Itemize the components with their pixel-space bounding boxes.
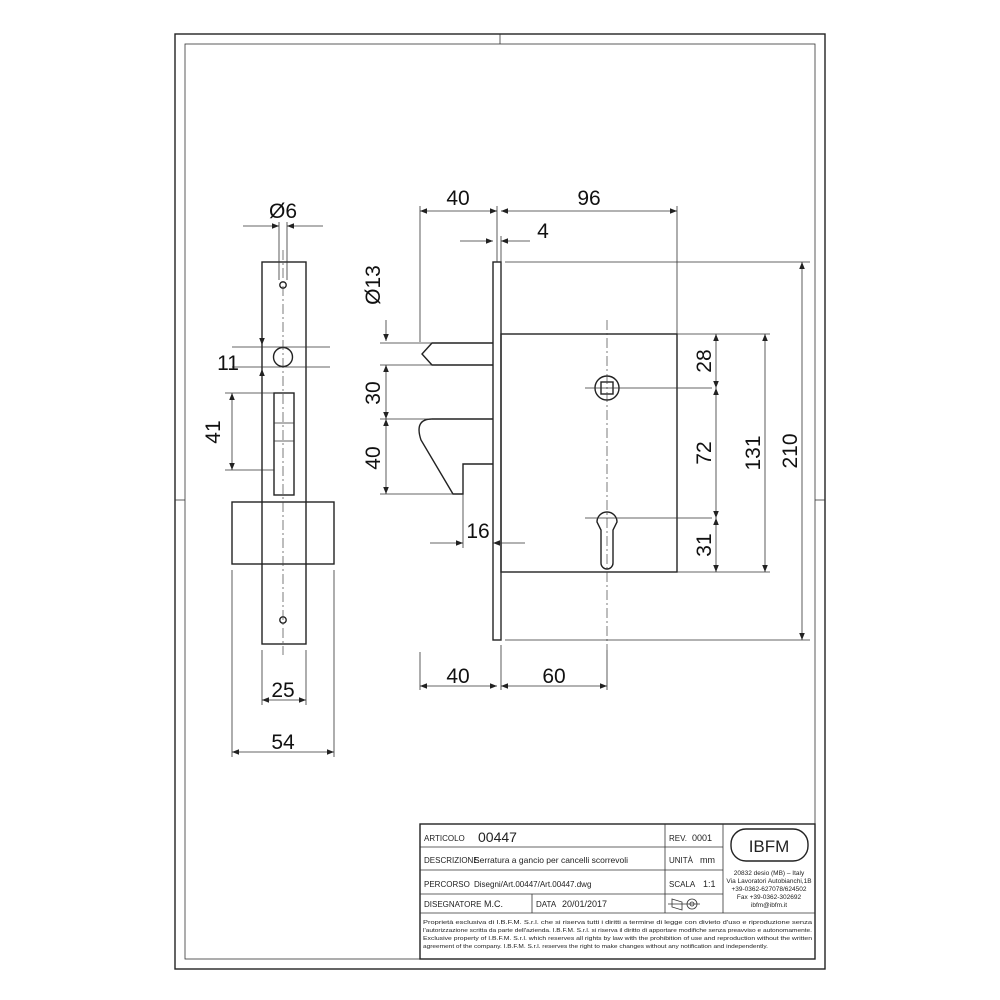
percorso-value: Disegni/Art.00447/Art.00447.dwg xyxy=(474,880,591,889)
dim-faceplate-25: 25 xyxy=(271,679,294,702)
descrizione-label: DESCRIZIONE xyxy=(424,856,479,865)
dim-pin-diameter: Ø6 xyxy=(269,200,297,223)
title-block xyxy=(419,823,816,960)
dim-right-31: 31 xyxy=(693,533,716,556)
descrizione-value: Serratura a gancio per cancelli scorrevo… xyxy=(474,855,628,865)
dim-top-40: 40 xyxy=(446,187,469,210)
company-logo: IBFM xyxy=(749,837,790,856)
rev-value: 0001 xyxy=(692,833,712,843)
data-value: 20/01/2017 xyxy=(562,899,607,909)
dim-hole-11: 11 xyxy=(217,352,239,375)
percorso-label: PERCORSO xyxy=(424,880,470,889)
dim-right-131: 131 xyxy=(742,435,765,470)
dim-side-40: 40 xyxy=(362,446,385,469)
dim-bottom-40: 40 xyxy=(446,665,469,688)
dim-top-96: 96 xyxy=(577,187,600,210)
articolo-value: 00447 xyxy=(478,829,517,845)
dim-hook-16: 16 xyxy=(466,520,489,543)
rev-label: REV. xyxy=(669,834,687,843)
projection-symbol-icon xyxy=(668,898,700,911)
dim-width-54: 54 xyxy=(271,731,295,754)
disegnatore-label: DISEGNATORE xyxy=(424,900,482,909)
dim-bottom-60: 60 xyxy=(542,665,565,688)
legal-notice-line: Exclusive property of I.B.F.M. S.r.l. wh… xyxy=(423,936,812,942)
dim-plate-4: 4 xyxy=(537,220,549,243)
legal-notice-line: l'autorizzazione scritta da parte dell'a… xyxy=(423,928,813,934)
dim-slot-41: 41 xyxy=(202,420,225,443)
dim-right-28: 28 xyxy=(693,349,716,372)
legal-notice-line: Proprietà esclusiva di I.B.F.M. S.r.l. c… xyxy=(423,920,813,926)
address-line: ibfm@ibfm.it xyxy=(751,902,787,909)
unita-label: UNITÀ xyxy=(669,856,694,865)
unita-value: mm xyxy=(700,855,715,865)
address-line: Fax +39-0362-302692 xyxy=(737,894,802,901)
data-label: DATA xyxy=(536,900,557,909)
dim-side-30: 30 xyxy=(362,381,385,404)
scala-label: SCALA xyxy=(669,880,696,889)
dim-right-210: 210 xyxy=(779,433,802,468)
address-line: Via Lavoratori Autobianchi,1B xyxy=(726,878,811,885)
legal-notice-line: agreement of the company. I.B.F.M. S.r.l… xyxy=(423,944,769,950)
faceplate-view xyxy=(225,222,335,757)
lock-body-view xyxy=(380,206,810,690)
address-line: 20832 desio (MB) – Italy xyxy=(734,870,805,877)
scala-value: 1:1 xyxy=(703,879,716,889)
articolo-label: ARTICOLO xyxy=(424,834,465,843)
disegnatore-value: M.C. xyxy=(484,899,503,909)
dim-right-72: 72 xyxy=(693,441,716,464)
dim-bolt-diameter: Ø13 xyxy=(362,265,385,305)
address-line: +39-0362-627078/624502 xyxy=(731,886,806,893)
